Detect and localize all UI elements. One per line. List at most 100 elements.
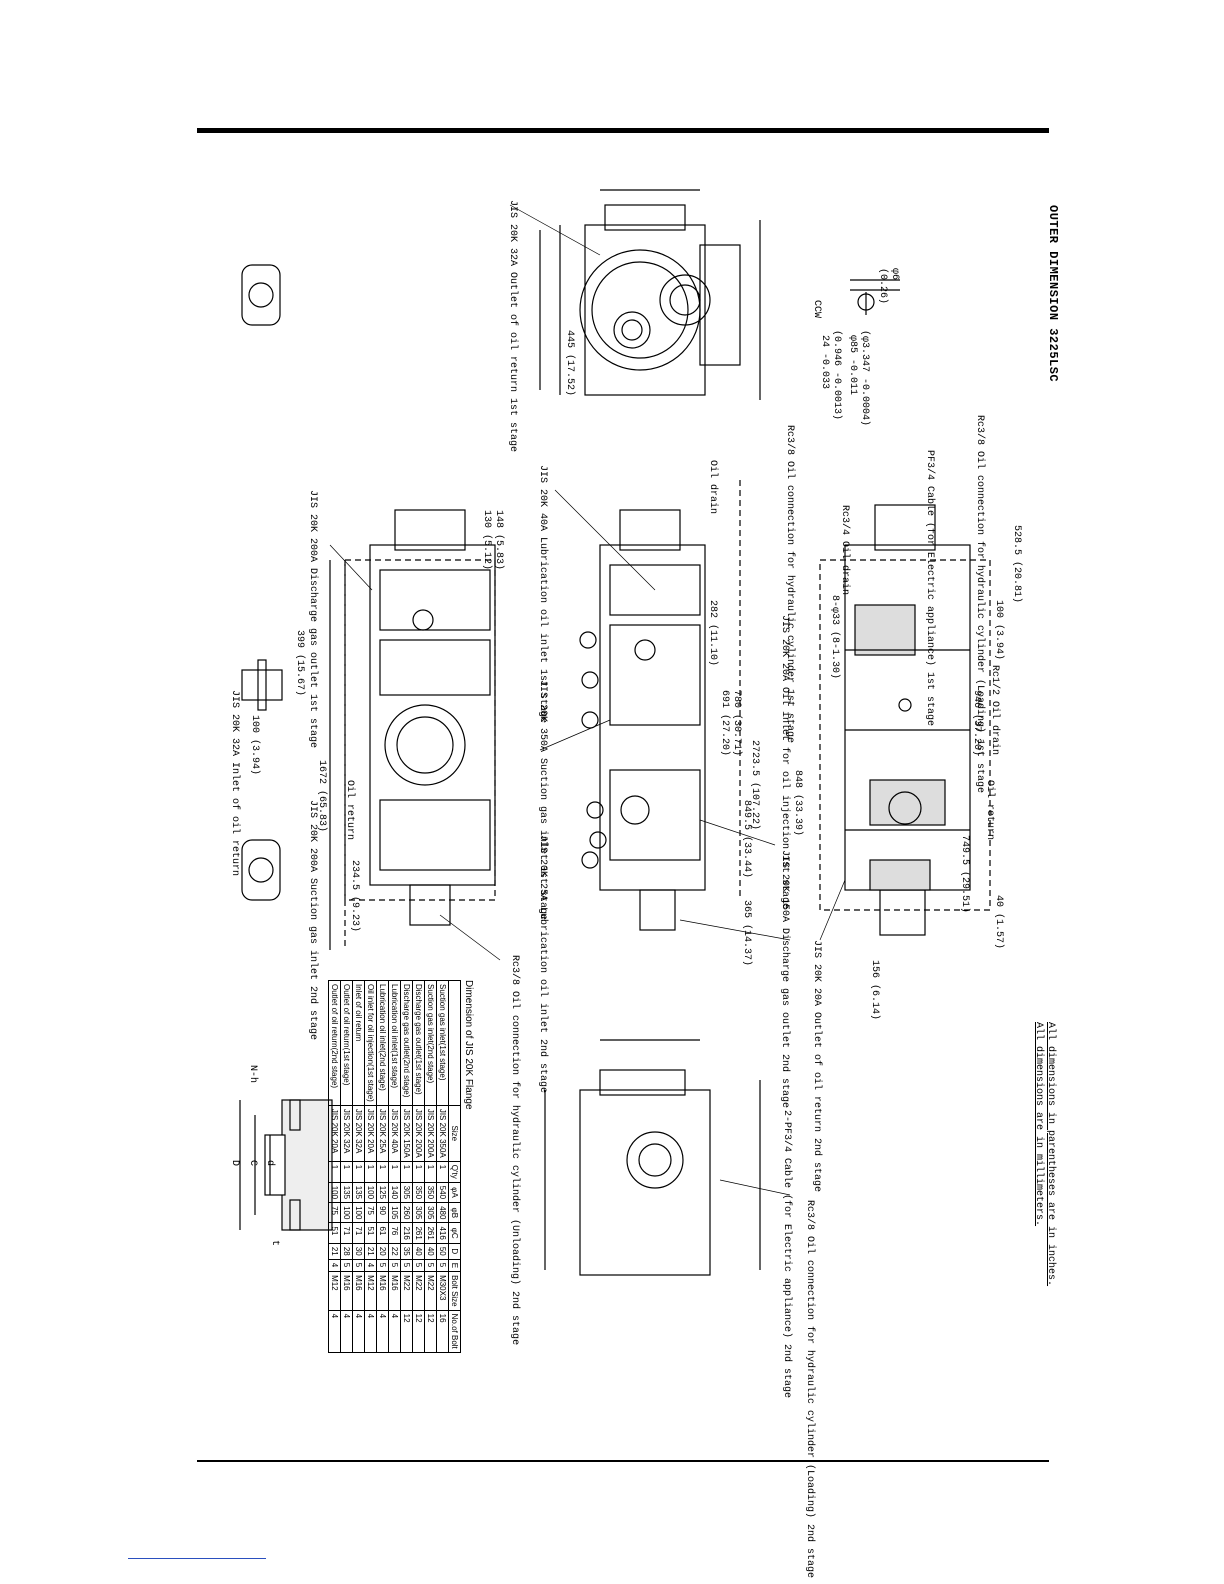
- table-cell: 35: [400, 1243, 413, 1260]
- table-cell: JIS 20K 200A: [412, 1105, 425, 1162]
- callout-bottom-2: Rc3/4 Oil drain: [839, 505, 850, 596]
- table-cell: 135: [352, 1182, 365, 1203]
- bottom-rule: [197, 1460, 1049, 1462]
- table-row: Oil inlet for oil injection(1st stage)JI…: [364, 980, 377, 1353]
- table-cell: 21: [328, 1243, 341, 1260]
- header-cell: φA: [448, 1182, 461, 1203]
- table-cell: Outlet of oil return(2nd stage): [328, 980, 341, 1106]
- table-cell: Suction gas inlet(2nd stage): [424, 980, 437, 1106]
- table-cell: 1: [388, 1161, 401, 1183]
- dim-c-4: 100 (3.94): [993, 600, 1004, 661]
- callout-top-3: Oil return: [344, 780, 355, 841]
- header-cell: No.of Bolt: [448, 1310, 461, 1353]
- table-cell: M22: [424, 1271, 437, 1311]
- dim-a-4: 148 (5.83): [493, 510, 504, 571]
- table-cell: 216: [400, 1222, 413, 1244]
- table-cell: M12: [328, 1271, 341, 1311]
- end-view-bottom: [544, 1039, 761, 1276]
- flange-letter-C: C: [247, 1160, 258, 1167]
- end-view-top: [539, 189, 761, 400]
- table-cell: 4: [376, 1310, 389, 1353]
- top-rule: [197, 128, 1049, 133]
- shaft-dim-5: (0.26): [877, 268, 888, 305]
- header-cell: φB: [448, 1202, 461, 1223]
- footnote-rule: [128, 1558, 266, 1559]
- table-cell: M16: [340, 1271, 353, 1311]
- table-cell: 5: [340, 1259, 353, 1272]
- table-cell: JIS 20K 20A: [328, 1105, 341, 1162]
- callout-front-6: Rc3/8 Oil connection for hydraulic cylin…: [784, 425, 795, 744]
- callout-front-7: Oil drain: [707, 460, 718, 515]
- callout-bottom-3: Rc1/2 Oil drain: [989, 665, 1000, 756]
- table-cell: JIS 20K 25A: [376, 1105, 389, 1162]
- table-row: Lubrication oil inlet(1st stage)JIS 20K …: [388, 980, 401, 1353]
- table-cell: 350: [412, 1182, 425, 1203]
- header-cell: Bolt Size: [448, 1271, 461, 1311]
- table-row: Suction gas inlet(1st stage)JIS 20K 350A…: [436, 980, 449, 1353]
- table-row: Outlet of oil return(1st stage)JIS 20K 3…: [340, 980, 353, 1353]
- table-cell: 71: [352, 1222, 365, 1244]
- table-cell: 50: [436, 1243, 449, 1260]
- table-cell: 4: [340, 1310, 353, 1353]
- main-view-bottom: [819, 504, 991, 936]
- table-cell: 1: [364, 1161, 377, 1183]
- table-row: Suction gas inlet(2nd stage)JIS 20K 200A…: [424, 980, 437, 1353]
- dim-b-4: 849.5 (33.44): [741, 800, 752, 879]
- callout-front-0: JIS 20K 32A Outlet of oil return 1st sta…: [507, 200, 518, 453]
- header-cell: φC: [448, 1222, 461, 1244]
- table-cell: 5: [424, 1259, 437, 1272]
- table-cell: 100: [328, 1182, 341, 1203]
- table-cell: 51: [328, 1222, 341, 1244]
- dim-c-3: 528.5 (20.81): [1011, 525, 1022, 604]
- callout-top-0: JIS 20K 32A Inlet of oil return: [229, 690, 240, 877]
- table-cell: 540: [436, 1182, 449, 1203]
- table-cell: 4: [328, 1259, 341, 1272]
- flange-letter-d: d: [264, 1160, 275, 1167]
- table-row: Discharge gas outlet(1st stage)JIS 20K 2…: [412, 980, 425, 1353]
- table-cell: 5: [400, 1259, 413, 1272]
- table-cell: 100: [352, 1202, 365, 1223]
- table-cell: 135: [340, 1182, 353, 1203]
- table-cell: 40: [424, 1243, 437, 1260]
- header-cell: [448, 980, 461, 1106]
- table-cell: JIS 20K 32A: [352, 1105, 365, 1162]
- table-row: Lubrication oil inlet(2nd stage)JIS 20K …: [376, 980, 389, 1353]
- dim-c-5: 40 (1.57): [993, 895, 1004, 950]
- table-cell: JIS 20K 350A: [436, 1105, 449, 1162]
- table-cell: 16: [436, 1310, 449, 1353]
- table-cell: 90: [376, 1202, 389, 1223]
- header-cell: Size: [448, 1105, 461, 1162]
- table-cell: 12: [412, 1310, 425, 1353]
- table-cell: 480: [436, 1202, 449, 1223]
- table-cell: 305: [400, 1182, 413, 1203]
- flange-letter-Nh: N-h: [247, 1065, 258, 1084]
- table-cell: Oil inlet for oil injection(1st stage): [364, 980, 377, 1106]
- flange-letter-t: t: [269, 1240, 280, 1247]
- table-cell: 75: [328, 1202, 341, 1223]
- dim-c-6: 8-φ33 (8-1.30): [829, 595, 840, 680]
- note-millimeters: All dimensions are in millimeters.: [1033, 1022, 1044, 1227]
- flange-views: [241, 264, 283, 901]
- table-cell: 416: [436, 1222, 449, 1244]
- table-cell: M22: [412, 1271, 425, 1311]
- table-cell: 305: [424, 1202, 437, 1223]
- table-cell: JIS 20K 20A: [364, 1105, 377, 1162]
- table-cell: M16: [352, 1271, 365, 1311]
- flange-section-detail: [239, 1099, 333, 1231]
- callout-bottom-0: PF3/4 Cable (for Electric appliance) 1st…: [924, 450, 935, 727]
- table-cell: 12: [400, 1310, 413, 1353]
- table-cell: JIS 20K 150A: [400, 1105, 413, 1162]
- table-cell: Lubrication oil inlet(2nd stage): [376, 980, 389, 1106]
- table-cell: 40: [412, 1243, 425, 1260]
- header-cell: E: [448, 1259, 461, 1272]
- table-cell: 1: [436, 1161, 449, 1183]
- shaft-dim-1: 24 -0.033: [819, 335, 830, 390]
- table-cell: 71: [340, 1222, 353, 1244]
- flange-table-header: Size Q'ty φA φB φC D E Bolt Size No.of B…: [448, 980, 461, 1353]
- table-cell: M22: [400, 1271, 413, 1311]
- table-cell: 4: [388, 1310, 401, 1353]
- table-cell: 5: [376, 1259, 389, 1272]
- table-cell: Lubrication oil inlet(1st stage): [388, 980, 401, 1106]
- dim-c-1: 749.5 (29.51): [959, 835, 970, 914]
- dim-a-2: 100 (3.94): [249, 715, 260, 776]
